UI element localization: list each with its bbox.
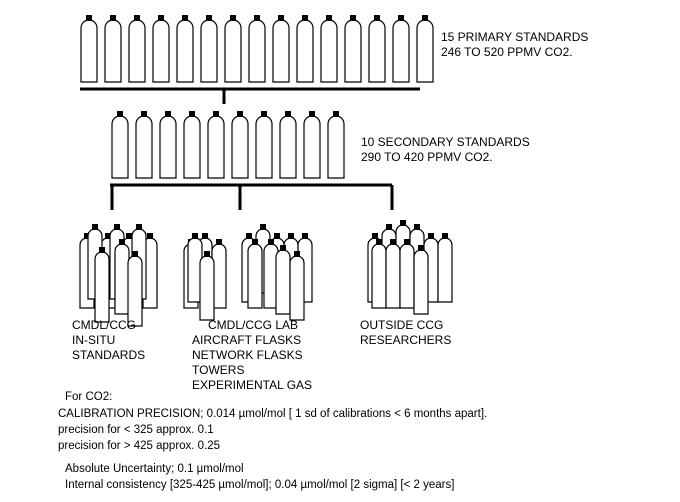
primary-cylinder <box>416 15 434 83</box>
group-lab-label: CMDL/CCG LAB AIRCRAFT FLASKS NETWORK FLA… <box>192 318 312 393</box>
secondary-cylinder <box>231 111 249 179</box>
group-line: EXPERIMENTAL GAS <box>192 378 313 392</box>
lab-cylinder <box>275 245 291 315</box>
outside-cylinder <box>385 239 401 309</box>
lab-cylinder <box>263 239 279 309</box>
outside-cylinder <box>399 239 415 309</box>
secondary-standards-label: 10 SECONDARY STANDARDS 290 TO 420 PPMV C… <box>361 135 530 165</box>
primary-cylinder <box>320 15 338 83</box>
secondary-cylinder <box>183 111 201 179</box>
primary-cylinder <box>80 15 98 83</box>
primary-cylinder <box>224 15 242 83</box>
group-line: NETWORK FLASKS <box>192 348 303 362</box>
cylinder-layer <box>79 15 453 327</box>
precision-low-text: precision for < 325 approx. 0.1 <box>58 424 214 436</box>
secondary-cylinder <box>135 111 153 179</box>
primary-cylinder <box>344 15 362 83</box>
outside-cylinder <box>413 245 429 315</box>
lab-cylinder <box>289 251 305 321</box>
precision-high-text: precision for > 425 approx. 0.25 <box>58 440 221 452</box>
primary-range-text: 246 TO 520 PPMV CO2. <box>441 45 573 59</box>
primary-cylinder <box>200 15 218 83</box>
primary-cylinder <box>104 15 122 83</box>
primary-cylinder <box>176 15 194 83</box>
calibration-precision-text: CALIBRATION PRECISION; 0.014 µmol/mol [ … <box>58 408 488 420</box>
group-line: OUTSIDE CCG <box>360 318 444 332</box>
lab-cylinder <box>247 239 263 309</box>
insitu-cylinder <box>114 239 130 315</box>
primary-cylinder <box>296 15 314 83</box>
insitu-cylinder <box>127 251 143 327</box>
group-line: AIRCRAFT FLASKS <box>192 333 302 347</box>
group-outside-label: OUTSIDE CCG RESEARCHERS <box>360 318 451 348</box>
primary-count-text: 15 PRIMARY STANDARDS <box>441 30 589 44</box>
internal-consistency-text: Internal consistency [325-425 µmol/mol];… <box>65 479 455 491</box>
group-line: CMDL/CCG <box>72 318 137 332</box>
secondary-count-text: 10 SECONDARY STANDARDS <box>361 135 530 149</box>
secondary-cylinder <box>279 111 297 179</box>
connector-lines <box>80 87 420 210</box>
secondary-cylinder <box>303 111 321 179</box>
secondary-cylinder <box>327 111 345 179</box>
co2-heading: For CO2: <box>65 391 113 403</box>
group-line: STANDARDS <box>72 348 146 362</box>
outside-cylinder <box>371 239 387 309</box>
lab-cylinder <box>211 239 227 309</box>
secondary-cylinder <box>255 111 273 179</box>
secondary-cylinder <box>111 111 129 179</box>
group-line: IN-SITU <box>72 333 116 347</box>
group-line: RESEARCHERS <box>360 333 452 347</box>
group-line: TOWERS <box>192 363 245 377</box>
outside-cylinder <box>437 233 453 303</box>
primary-cylinder <box>152 15 170 83</box>
primary-cylinder <box>272 15 290 83</box>
primary-standards-label: 15 PRIMARY STANDARDS 246 TO 520 PPMV CO2… <box>441 30 588 60</box>
primary-cylinder <box>248 15 266 83</box>
group-insitu-label: CMDL/CCG IN-SITU STANDARDS <box>72 318 145 363</box>
absolute-uncertainty-text: Absolute Uncertainty; 0.1 µmol/mol <box>65 463 244 475</box>
lab-cylinder <box>187 233 203 303</box>
secondary-cylinder <box>207 111 225 179</box>
primary-cylinder <box>128 15 146 83</box>
group-line: CMDL/CCG LAB <box>208 318 299 332</box>
insitu-cylinder <box>94 247 110 323</box>
secondary-cylinder <box>159 111 177 179</box>
secondary-range-text: 290 TO 420 PPMV CO2. <box>361 150 493 164</box>
lab-cylinder <box>199 251 215 321</box>
primary-cylinder <box>392 15 410 83</box>
primary-cylinder <box>368 15 386 83</box>
